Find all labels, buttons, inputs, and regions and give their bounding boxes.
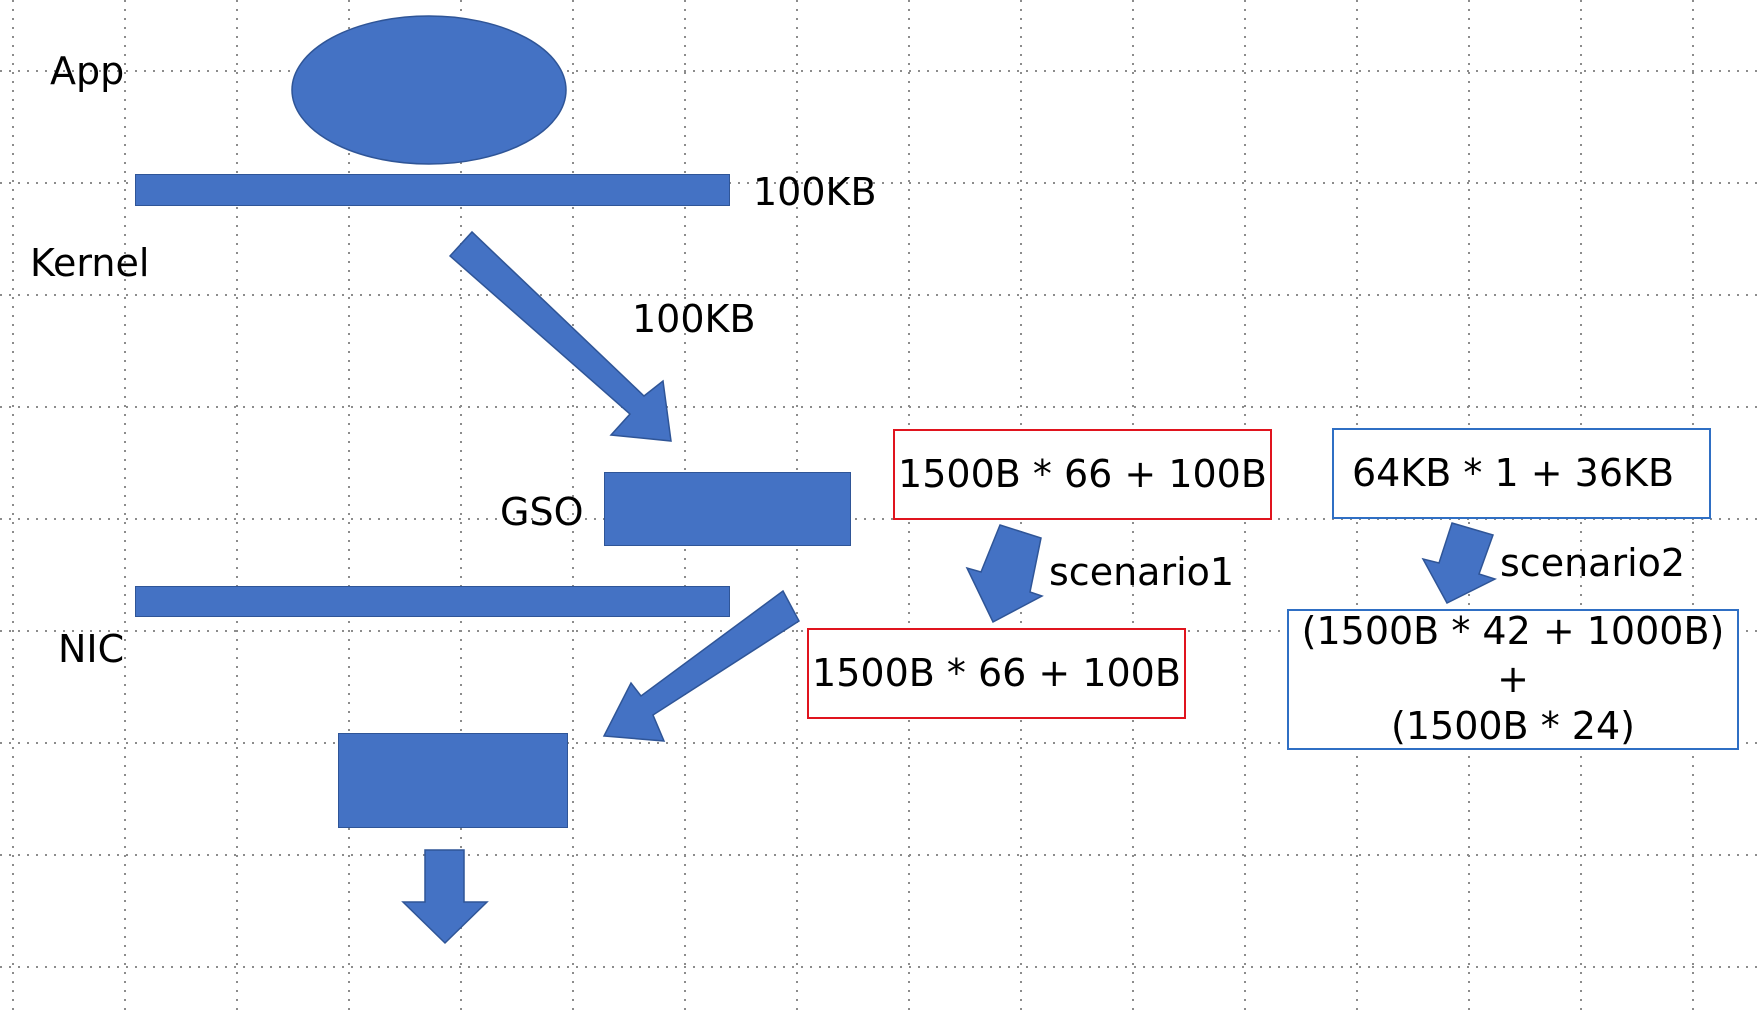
kernel-to-gso-arrow <box>448 230 672 442</box>
scenario2-input-box: 64KB * 1 + 36KB <box>1332 428 1711 519</box>
kernel-transfer-size-label: 100KB <box>632 297 756 341</box>
scenario1-input-text: 1500B * 66 + 100B <box>898 451 1267 496</box>
scenario2-output-box: (1500B * 42 + 1000B) + (1500B * 24) <box>1287 609 1739 750</box>
scenario2-label: scenario2 <box>1500 541 1686 585</box>
app-label: App <box>50 49 125 93</box>
kernel-label: Kernel <box>30 241 150 285</box>
nic-label: NIC <box>58 627 125 671</box>
scenario1-output-box: 1500B * 66 + 100B <box>807 628 1186 719</box>
scenario1-output-text: 1500B * 66 + 100B <box>812 650 1181 695</box>
gso-to-nic-arrow <box>602 589 800 742</box>
scenario1-arrow <box>965 524 1044 624</box>
scenario2-output-line1: (1500B * 42 + 1000B) + <box>1301 609 1725 701</box>
app-buffer-size-label: 100KB <box>753 170 877 214</box>
nic-block <box>338 733 568 828</box>
scenario2-input-text: 64KB * 1 + 36KB <box>1352 450 1675 495</box>
gso-block <box>604 472 851 546</box>
nic-boundary-bar <box>135 586 730 617</box>
scenario2-arrow <box>1421 522 1497 604</box>
scenario1-input-box: 1500B * 66 + 100B <box>893 429 1272 520</box>
app-ellipse <box>291 15 567 165</box>
scenario1-label: scenario1 <box>1049 550 1235 594</box>
gso-label: GSO <box>500 490 584 534</box>
app-kernel-boundary-bar <box>135 174 730 206</box>
nic-output-arrow <box>401 849 489 945</box>
scenario2-output-line2: (1500B * 24) <box>1391 704 1635 749</box>
